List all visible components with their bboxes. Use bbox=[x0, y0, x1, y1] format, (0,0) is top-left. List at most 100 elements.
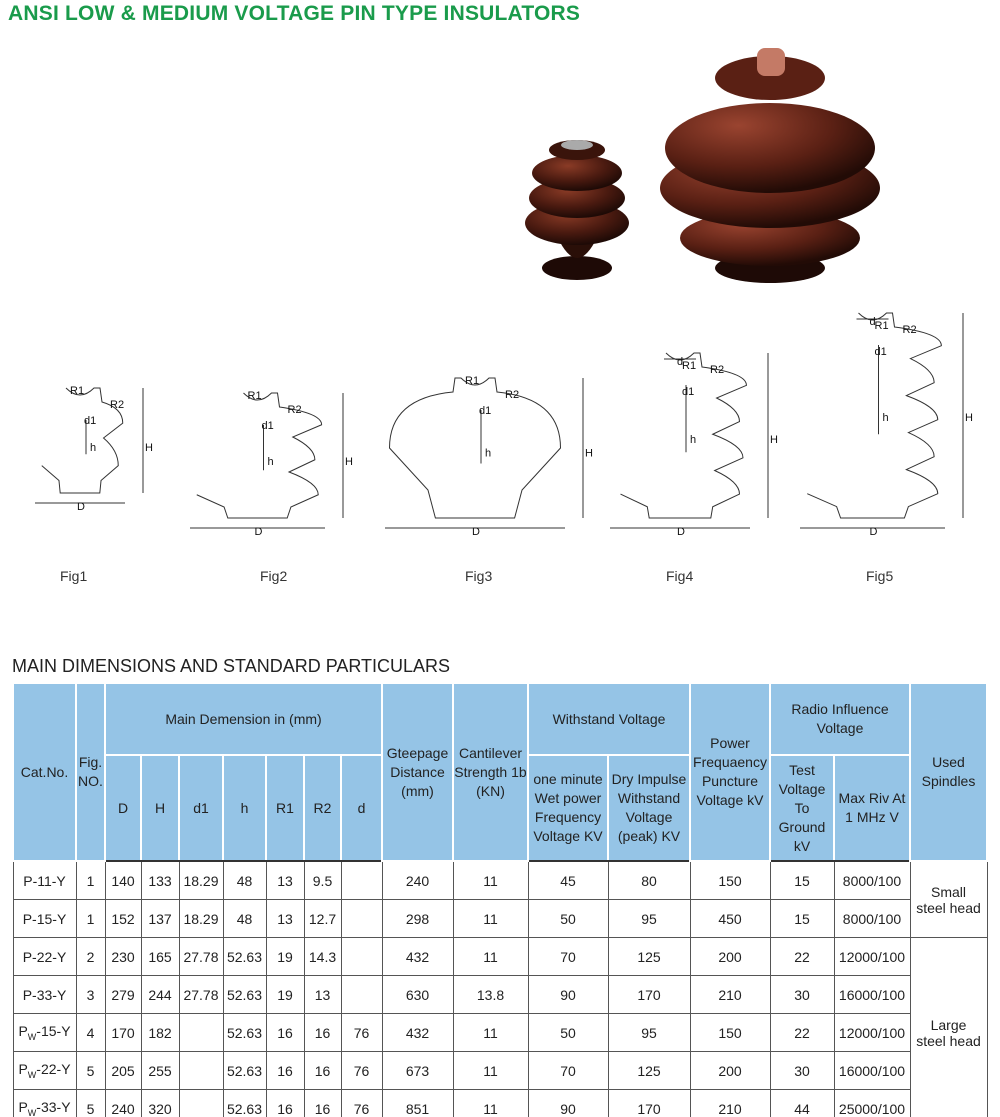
dimension-label-h: H bbox=[585, 448, 593, 460]
dimension-label-h: H bbox=[345, 456, 353, 468]
cell-r2: 13 bbox=[303, 975, 342, 1014]
cell-cat-no: PW-15-Y bbox=[12, 1013, 77, 1052]
cell-used-spindles: Large steel head bbox=[909, 937, 988, 1117]
cell-r1: 13 bbox=[265, 899, 305, 938]
dimension-label-r2: R2 bbox=[505, 389, 519, 401]
cell-cat-no: PW-33-Y bbox=[12, 1089, 77, 1117]
cell-creepage: 432 bbox=[381, 1013, 454, 1052]
cell-d: 240 bbox=[104, 1089, 142, 1117]
cell-r2: 16 bbox=[303, 1013, 342, 1052]
dimension-label-d1: d1 bbox=[682, 386, 694, 398]
insulator-outline bbox=[807, 312, 942, 519]
cell-r2: 16 bbox=[303, 1089, 342, 1117]
cell-wet: 90 bbox=[527, 1089, 609, 1117]
dimension-label-h: h bbox=[90, 442, 96, 454]
header-puncture-voltage: Power Frequaency Puncture Voltage kV bbox=[689, 682, 771, 862]
cell-dry: 125 bbox=[607, 937, 691, 976]
cell-fig: 2 bbox=[75, 937, 106, 976]
cell-d1 bbox=[178, 1089, 224, 1117]
cell-wet: 70 bbox=[527, 937, 609, 976]
cell-puncture: 150 bbox=[689, 1013, 771, 1052]
cell-h: 165 bbox=[140, 937, 180, 976]
header-cat-no: Cat.No. bbox=[12, 682, 77, 862]
cell-d1: 18.29 bbox=[178, 899, 224, 938]
header-dry-impulse: Dry Impulse Withstand Voltage (peak) KV bbox=[607, 754, 691, 862]
cell-r1: 16 bbox=[265, 1051, 305, 1090]
cell-r1: 13 bbox=[265, 860, 305, 900]
dimension-label-h: h bbox=[690, 434, 696, 446]
cell-test: 22 bbox=[769, 937, 835, 976]
cell-d1: 27.78 bbox=[178, 975, 224, 1014]
cell-used-spindles: Small steel head bbox=[909, 860, 988, 938]
dimension-label-r1: R1 bbox=[465, 375, 479, 387]
cell-h: 52.63 bbox=[222, 975, 267, 1014]
cell-r1: 19 bbox=[265, 937, 305, 976]
cell-d: 76 bbox=[340, 1051, 383, 1090]
header-dim-h: h bbox=[222, 754, 267, 862]
dimension-label-h: h bbox=[883, 412, 889, 424]
header-dim-d: D bbox=[104, 754, 142, 862]
small-insulator-photo bbox=[525, 140, 629, 280]
dimension-label-r2: R2 bbox=[288, 404, 302, 416]
dimension-label-d: D bbox=[870, 526, 878, 538]
cell-h: 52.63 bbox=[222, 937, 267, 976]
dimension-label-r2: R2 bbox=[110, 399, 124, 411]
header-used-spindles: Used Spindles bbox=[909, 682, 988, 862]
cell-cantilever: 11 bbox=[452, 899, 529, 938]
cell-cantilever: 13.8 bbox=[452, 975, 529, 1014]
figure-label: Fig4 bbox=[666, 568, 694, 584]
cell-puncture: 450 bbox=[689, 899, 771, 938]
cell-cantilever: 11 bbox=[452, 1013, 529, 1052]
cell-r2: 14.3 bbox=[303, 937, 342, 976]
cell-h: 48 bbox=[222, 899, 267, 938]
header-dim-r2: R2 bbox=[303, 754, 342, 862]
cell-cat-no: P-33-Y bbox=[12, 975, 77, 1014]
cell-h: 133 bbox=[140, 860, 180, 900]
cell-fig: 1 bbox=[75, 860, 106, 900]
section-title: MAIN DIMENSIONS AND STANDARD PARTICULARS bbox=[12, 656, 451, 676]
cell-creepage: 240 bbox=[381, 860, 454, 900]
cell-puncture: 210 bbox=[689, 1089, 771, 1117]
header-dim-r1: R1 bbox=[265, 754, 305, 862]
cell-r1: 16 bbox=[265, 1013, 305, 1052]
dimension-label-h: h bbox=[268, 456, 274, 468]
cell-wet: 45 bbox=[527, 860, 609, 900]
cell-d: 170 bbox=[104, 1013, 142, 1052]
cell-d1 bbox=[178, 1013, 224, 1052]
cell-wet: 90 bbox=[527, 975, 609, 1014]
cell-test: 22 bbox=[769, 1013, 835, 1052]
dimension-label-d: D bbox=[472, 526, 480, 538]
header-cantilever: Cantilever Strength 1b (KN) bbox=[452, 682, 529, 862]
cell-wet: 50 bbox=[527, 899, 609, 938]
dimension-label-h: H bbox=[965, 412, 973, 424]
cell-d bbox=[340, 899, 383, 938]
cell-h: 320 bbox=[140, 1089, 180, 1117]
dimension-label-r1: R1 bbox=[682, 360, 696, 372]
cell-h: 52.63 bbox=[222, 1013, 267, 1052]
cell-d: 140 bbox=[104, 860, 142, 900]
cell-creepage: 630 bbox=[381, 975, 454, 1014]
cell-dry: 170 bbox=[607, 1089, 691, 1117]
header-creepage: Gteepage Distance (mm) bbox=[381, 682, 454, 862]
cell-d1: 18.29 bbox=[178, 860, 224, 900]
dimension-label-r2: R2 bbox=[903, 324, 917, 336]
cell-creepage: 298 bbox=[381, 899, 454, 938]
cell-creepage: 432 bbox=[381, 937, 454, 976]
header-dim-d1: d1 bbox=[178, 754, 224, 862]
cell-wet: 70 bbox=[527, 1051, 609, 1090]
cell-d bbox=[340, 860, 383, 900]
cell-d: 76 bbox=[340, 1013, 383, 1052]
insulator-outline bbox=[41, 387, 124, 494]
cell-test: 15 bbox=[769, 899, 835, 938]
cell-maxriv: 12000/100 bbox=[833, 1013, 911, 1052]
cell-dry: 170 bbox=[607, 975, 691, 1014]
cell-cat-no: P-15-Y bbox=[12, 899, 77, 938]
cell-fig: 3 bbox=[75, 975, 106, 1014]
